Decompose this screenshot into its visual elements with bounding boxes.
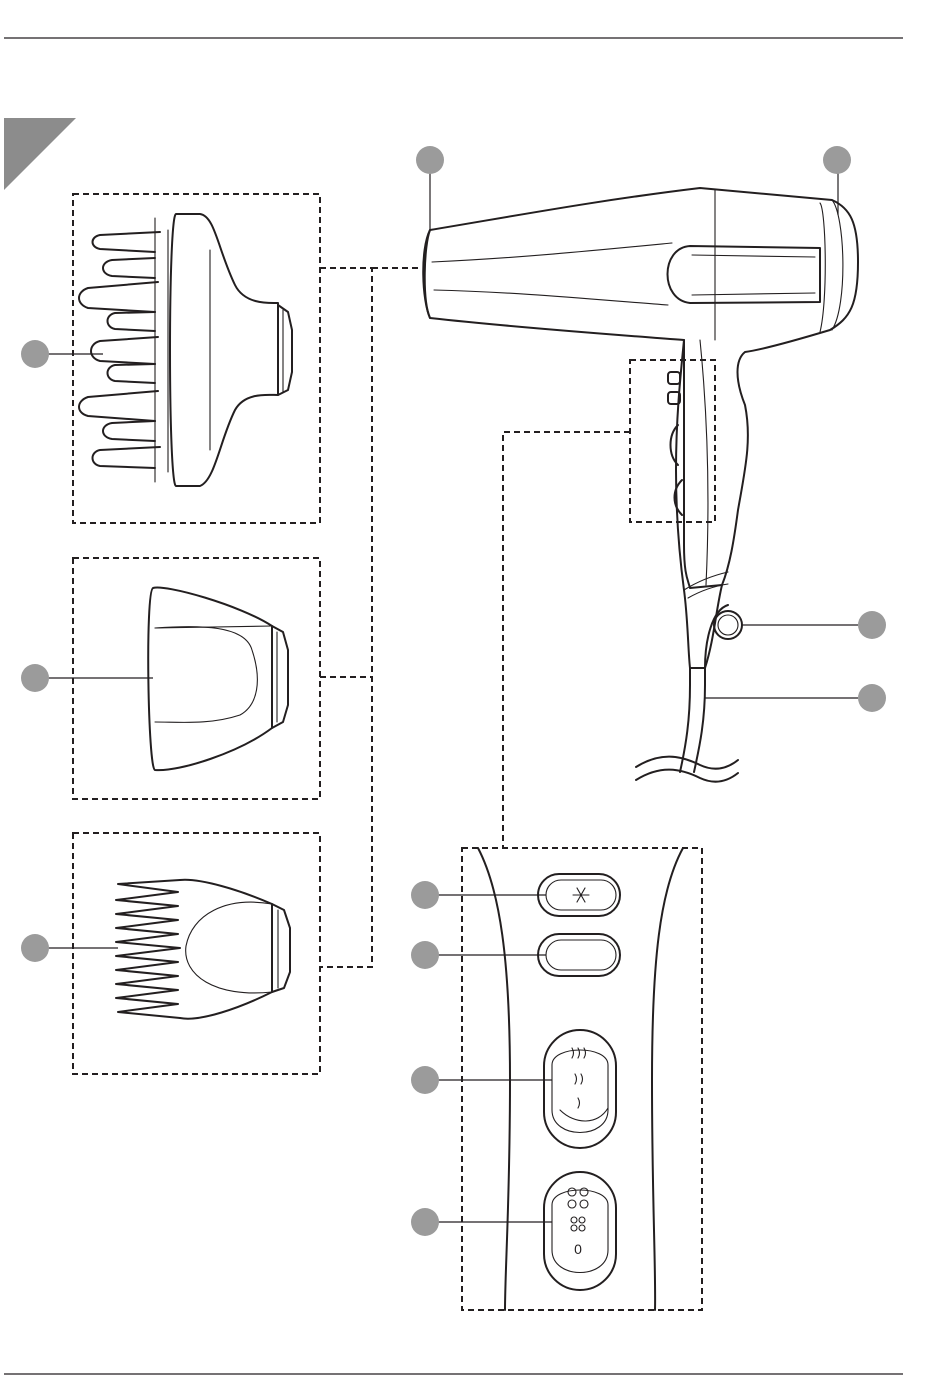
heat-switch[interactable]	[544, 1030, 616, 1148]
hair-dryer	[423, 188, 858, 782]
heat-waves-icon	[572, 1048, 586, 1108]
speed-switch[interactable]: 0	[544, 1172, 616, 1290]
callout-marker-air-outlet	[416, 146, 444, 174]
comb-nozzle-box	[73, 833, 320, 1074]
callout-marker-heat	[411, 1066, 439, 1094]
switch-detail-connector	[503, 432, 630, 848]
cool-shot-button[interactable]	[538, 874, 620, 916]
callout-marker-volume-nozzle	[21, 664, 49, 692]
comb-nozzle-attachment	[116, 880, 290, 1019]
callout-marker-cool-shot	[411, 881, 439, 909]
callout-marker-comb-nozzle	[21, 934, 49, 962]
fan-icon	[568, 1188, 588, 1231]
callout-marker-speed	[411, 1208, 439, 1236]
snowflake-icon	[573, 888, 589, 902]
ion-button[interactable]	[538, 934, 620, 976]
callout-marker-power-cord	[858, 684, 886, 712]
volume-nozzle-attachment	[148, 588, 288, 771]
callout-marker-hanging-loop	[858, 611, 886, 639]
speed-off-label: 0	[574, 1241, 582, 1257]
callout-marker-ion	[411, 941, 439, 969]
diffuser-attachment	[79, 214, 292, 486]
callout-marker-diffuser	[21, 340, 49, 368]
attachment-connector	[320, 268, 422, 967]
corner-tab	[4, 118, 76, 190]
callout-marker-air-inlet-filter	[823, 146, 851, 174]
